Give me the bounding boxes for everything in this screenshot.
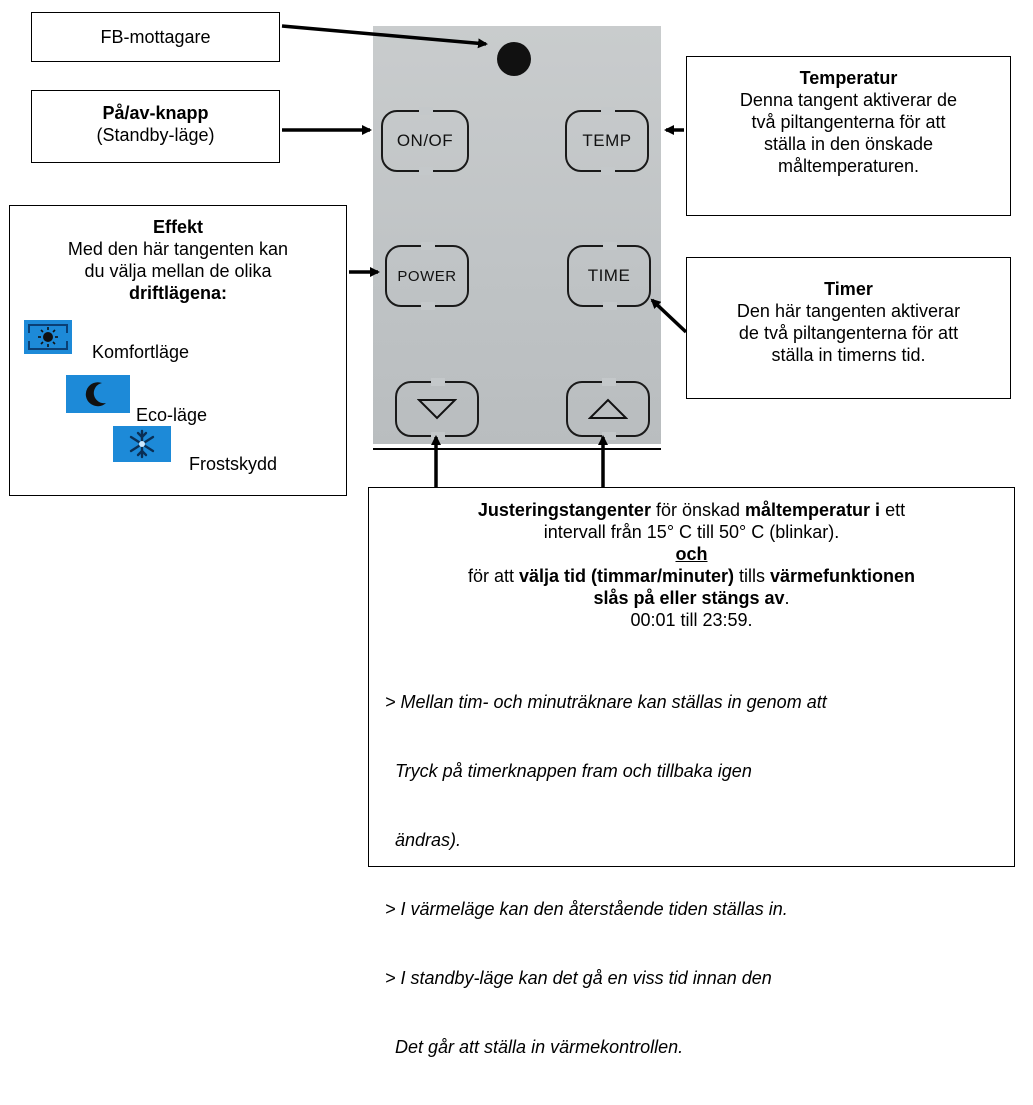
adjust-text: för att — [467, 566, 519, 586]
frost-mode: Frostskydd — [113, 413, 277, 475]
effect-box: Effekt Med den här tangenten kan du välj… — [9, 205, 347, 496]
down-arrow-key[interactable] — [395, 378, 479, 440]
moon-icon — [66, 375, 130, 413]
frost-mode-label: Frostskydd — [189, 454, 278, 474]
onoff-key-label: ON/OF — [396, 131, 454, 150]
adjust-line-5: slås på eller stängs av. — [369, 587, 1014, 609]
receiver-box: FB-mottagare — [31, 12, 280, 62]
on-off-term: slås på eller stängs av — [593, 588, 785, 608]
power-box-subtitle: (Standby-läge) — [96, 125, 215, 145]
note-line: > I standby-läge kan det gå en viss tid … — [385, 968, 772, 988]
power-key-label: POWER — [397, 267, 457, 285]
timer-box-line: de två piltangenterna för att — [738, 323, 959, 343]
heat-function-term: värmefunktionen — [770, 566, 916, 586]
temp-box-line: två piltangenterna för att — [751, 112, 946, 132]
timer-box-title: Timer — [824, 279, 873, 299]
adjust-text: . — [784, 588, 790, 608]
comfort-mode: Komfortläge — [24, 311, 189, 363]
effect-box-line: du välja mellan de olika — [84, 261, 272, 281]
note-line: Tryck på timerknappen fram och tillbaka … — [385, 761, 752, 781]
down-triangle-icon — [417, 399, 457, 420]
ir-receiver — [497, 42, 531, 76]
adjust-text: ett — [880, 500, 906, 520]
adjust-line-4: för att välja tid (timmar/minuter) tills… — [369, 565, 1014, 587]
temp-key[interactable]: TEMP — [565, 107, 649, 175]
timer-box: Timer Den här tangenten aktiverar de två… — [686, 257, 1011, 399]
effect-box-line: Med den här tangenten kan — [67, 239, 289, 259]
onoff-key[interactable]: ON/OF — [381, 107, 469, 175]
power-button-box: På/av-knapp (Standby-läge) — [31, 90, 280, 163]
note-line: > I värmeläge kan den återstående tiden … — [385, 899, 788, 919]
adjust-text: för önskad — [650, 500, 746, 520]
temp-box-line: måltemperaturen. — [777, 156, 920, 176]
power-box-title: På/av-knapp — [102, 103, 209, 123]
power-key[interactable]: POWER — [385, 242, 469, 310]
note-line: > Mellan tim- och minuträknare kan ställ… — [385, 692, 827, 712]
temp-box-title: Temperatur — [799, 68, 898, 88]
target-temp-term: måltemperatur i — [745, 500, 881, 520]
snowflake-icon — [113, 426, 171, 462]
temperature-box: Temperatur Denna tangent aktiverar de tv… — [686, 56, 1011, 216]
note-line: Det går att ställa in värmekontrollen. — [385, 1037, 684, 1057]
timer-box-line: ställa in timerns tid. — [771, 345, 926, 365]
time-key[interactable]: TIME — [567, 242, 651, 310]
up-triangle-icon — [588, 398, 628, 419]
adjust-notes: > Mellan tim- och minuträknare kan ställ… — [385, 645, 1014, 1105]
effect-box-title: Effekt — [152, 217, 203, 237]
control-panel: ON/OF TEMP POWER TIME — [373, 26, 661, 444]
adjust-och: och — [675, 544, 708, 564]
up-arrow-key[interactable] — [566, 378, 650, 440]
receiver-label: FB-mottagare — [100, 27, 211, 47]
temp-box-line: Denna tangent aktiverar de — [739, 90, 958, 110]
choose-time-term: välja tid (timmar/minuter) — [518, 566, 735, 586]
adjust-line-1: Justeringstangenter för önskad måltemper… — [369, 499, 1014, 521]
panel-bottom-line — [373, 448, 661, 450]
eco-mode: Eco-läge — [66, 362, 207, 426]
adjust-line-6: 00:01 till 23:59. — [630, 610, 753, 630]
note-line: ändras). — [385, 830, 462, 850]
effect-modes-label: driftlägena: — [128, 283, 227, 303]
sun-icon — [24, 320, 72, 354]
time-key-label: TIME — [587, 266, 631, 285]
temp-box-line: ställa in den önskade — [763, 134, 934, 154]
adjust-keys-term: Justeringstangenter — [477, 500, 651, 520]
timer-box-line: Den här tangenten aktiverar — [736, 301, 961, 321]
adjust-line-2: intervall från 15° C till 50° C (blinkar… — [543, 522, 840, 542]
adjust-text: tills — [734, 566, 771, 586]
adjust-keys-box: Justeringstangenter för önskad måltemper… — [368, 487, 1015, 1057]
temp-key-label: TEMP — [582, 131, 632, 150]
comfort-mode-label: Komfortläge — [92, 342, 190, 362]
eco-mode-label: Eco-läge — [136, 405, 208, 425]
